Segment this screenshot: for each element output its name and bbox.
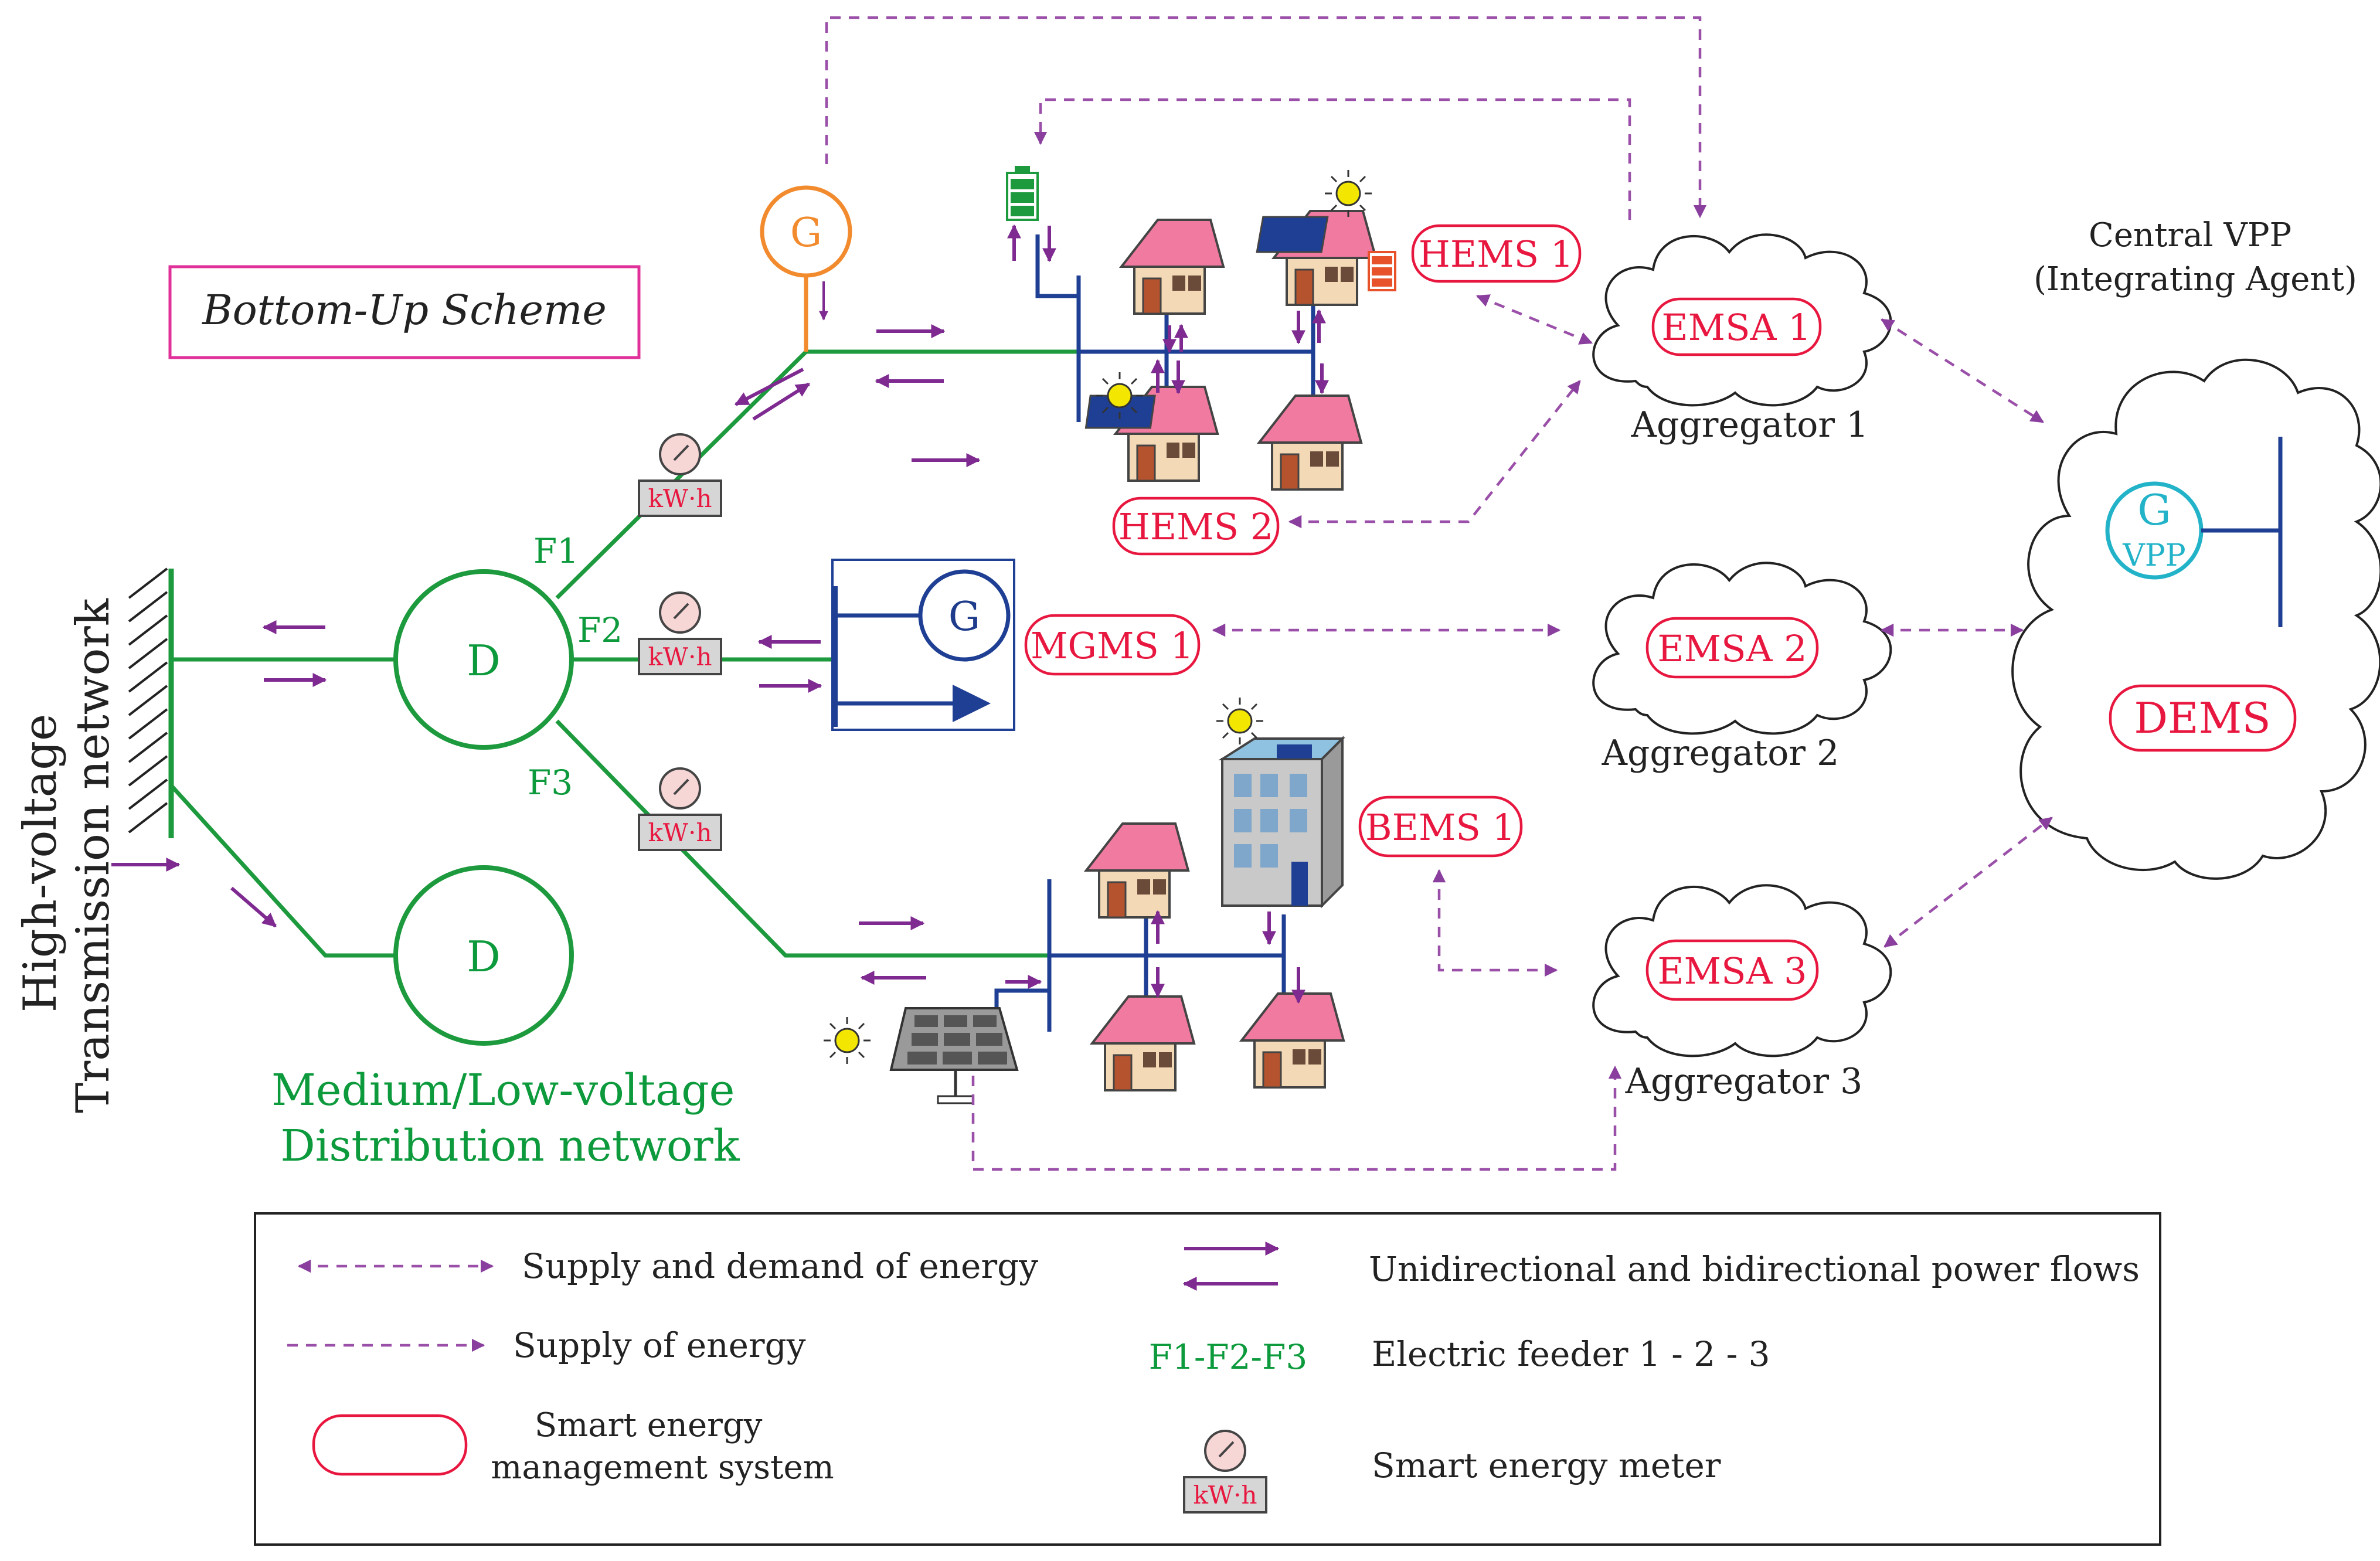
sun-icon: [1324, 169, 1373, 218]
aggregator-2-label: Aggregator 2: [1602, 733, 1840, 774]
house-icon: [1091, 995, 1195, 1091]
svg-text:EMSA 2: EMSA 2: [1657, 627, 1807, 670]
home-battery-icon: [1368, 251, 1396, 291]
house-icon: [1240, 992, 1345, 1089]
svg-text:kW·h: kW·h: [648, 484, 712, 513]
high-voltage-bus: [128, 567, 174, 838]
house-icon: [1258, 394, 1362, 491]
sun-icon: [1095, 371, 1144, 420]
svg-text:G: G: [948, 594, 980, 640]
sun-icon: [1215, 696, 1264, 746]
high-voltage-label: High-voltage Transmission network: [14, 598, 120, 1113]
power-flow-arrows: [230, 324, 981, 985]
battery-icon: [1006, 166, 1039, 221]
hems2-pill: HEMS 2: [1112, 496, 1280, 556]
svg-text:HEMS 1: HEMS 1: [1419, 233, 1573, 276]
svg-text:HEMS 2: HEMS 2: [1118, 505, 1273, 548]
svg-text:kW·h: kW·h: [1193, 1481, 1257, 1509]
distribution-node-2: D: [393, 865, 574, 1046]
supply-dashed-links: [825, 16, 1707, 1171]
svg-text:VPP: VPP: [2122, 538, 2186, 573]
legend: Supply and demand of energy Supply of en…: [254, 1212, 2161, 1546]
scheme-title: Bottom-Up Scheme: [201, 286, 607, 334]
microgrid-box: G: [831, 559, 1015, 731]
svg-text:Electric feeder 1 - 2 - 3: Electric feeder 1 - 2 - 3: [1372, 1334, 1770, 1374]
svg-text:Unidirectional and bidirection: Unidirectional and bidirectional power f…: [1369, 1249, 2140, 1289]
svg-text:kW·h: kW·h: [648, 642, 712, 671]
house-icon: [1085, 822, 1189, 919]
svg-text:Supply of energy: Supply of energy: [513, 1325, 806, 1365]
scheme-title-box: Bottom-Up Scheme: [168, 265, 641, 359]
svg-text:D: D: [467, 636, 501, 685]
aggregator-3-cloud: EMSA 3: [1592, 884, 1892, 1057]
svg-text:DEMS: DEMS: [2134, 693, 2270, 743]
solar-panel-icon: [889, 1007, 1019, 1104]
legend-feeders: F1-F2-F3 Electric feeder 1 - 2 - 3: [1149, 1334, 1770, 1377]
smart-meter-f2: kW·h: [638, 591, 722, 675]
building-flow-arrows: [1151, 910, 1305, 1004]
building-bus-3: [994, 879, 1286, 1032]
svg-text:Smart energy meter: Smart energy meter: [1372, 1446, 1721, 1485]
svg-text:EMSA 1: EMSA 1: [1661, 306, 1811, 349]
smart-meter-f3: kW·h: [638, 767, 722, 851]
distribution-node-1: D: [393, 569, 574, 750]
legend-supply: Supply of energy: [287, 1325, 806, 1365]
mgms1-pill: MGMS 1: [1024, 614, 1201, 676]
legend-smart-ems: Smart energy management system: [312, 1406, 834, 1487]
feeder-label-f1: F1: [533, 531, 579, 571]
pv-house-icon: [1084, 386, 1219, 482]
bems1-pill: BEMS 1: [1358, 795, 1523, 858]
legend-smart-meter: kW·h Smart energy meter: [1183, 1430, 1721, 1514]
aggregator-2-cloud: EMSA 2: [1592, 562, 1892, 735]
svg-text:D: D: [467, 932, 501, 981]
feeder-label-f2: F2: [577, 610, 623, 650]
svg-text:Smart energy managemen: Smart energy management system: [491, 1406, 834, 1487]
pv-house-icon: [1256, 210, 1377, 306]
distributed-generator: G: [760, 185, 852, 321]
svg-text:G: G: [2137, 485, 2171, 535]
svg-text:Supply and demand of energy: Supply and demand of energy: [522, 1246, 1038, 1286]
legend-power-flows: Unidirectional and bidirectional power f…: [1182, 1242, 2140, 1291]
svg-text:EMSA 3: EMSA 3: [1657, 950, 1807, 992]
svg-text:F1-F2-F3: F1-F2-F3: [1149, 1337, 1308, 1377]
central-vpp-cloud: G VPP DEMS: [2011, 358, 2380, 880]
aggregator-3-label: Aggregator 3: [1625, 1061, 1863, 1102]
house-icon: [1120, 219, 1225, 315]
hems1-pill: HEMS 1: [1411, 224, 1582, 283]
sun-icon: [822, 1016, 872, 1065]
aggregator-1-label: Aggregator 1: [1631, 404, 1869, 445]
legend-supply-demand: Supply and demand of energy: [297, 1246, 1038, 1286]
central-vpp-label: Central VPP (Integrating Agent): [2034, 216, 2357, 298]
svg-text:kW·h: kW·h: [648, 818, 712, 847]
feeder-label-f3: F3: [528, 763, 573, 802]
aggregator-1-cloud: EMSA 1: [1592, 233, 1892, 407]
supply-demand-dashed-links: [1212, 294, 2053, 977]
svg-text:G: G: [790, 210, 822, 256]
distribution-network-label: Medium/Low-voltage Distribution network: [271, 1065, 749, 1171]
office-building-icon: [1218, 736, 1345, 909]
svg-text:MGMS 1: MGMS 1: [1031, 624, 1194, 667]
svg-text:BEMS 1: BEMS 1: [1365, 806, 1515, 849]
smart-meter-f1: kW·h: [638, 433, 722, 517]
